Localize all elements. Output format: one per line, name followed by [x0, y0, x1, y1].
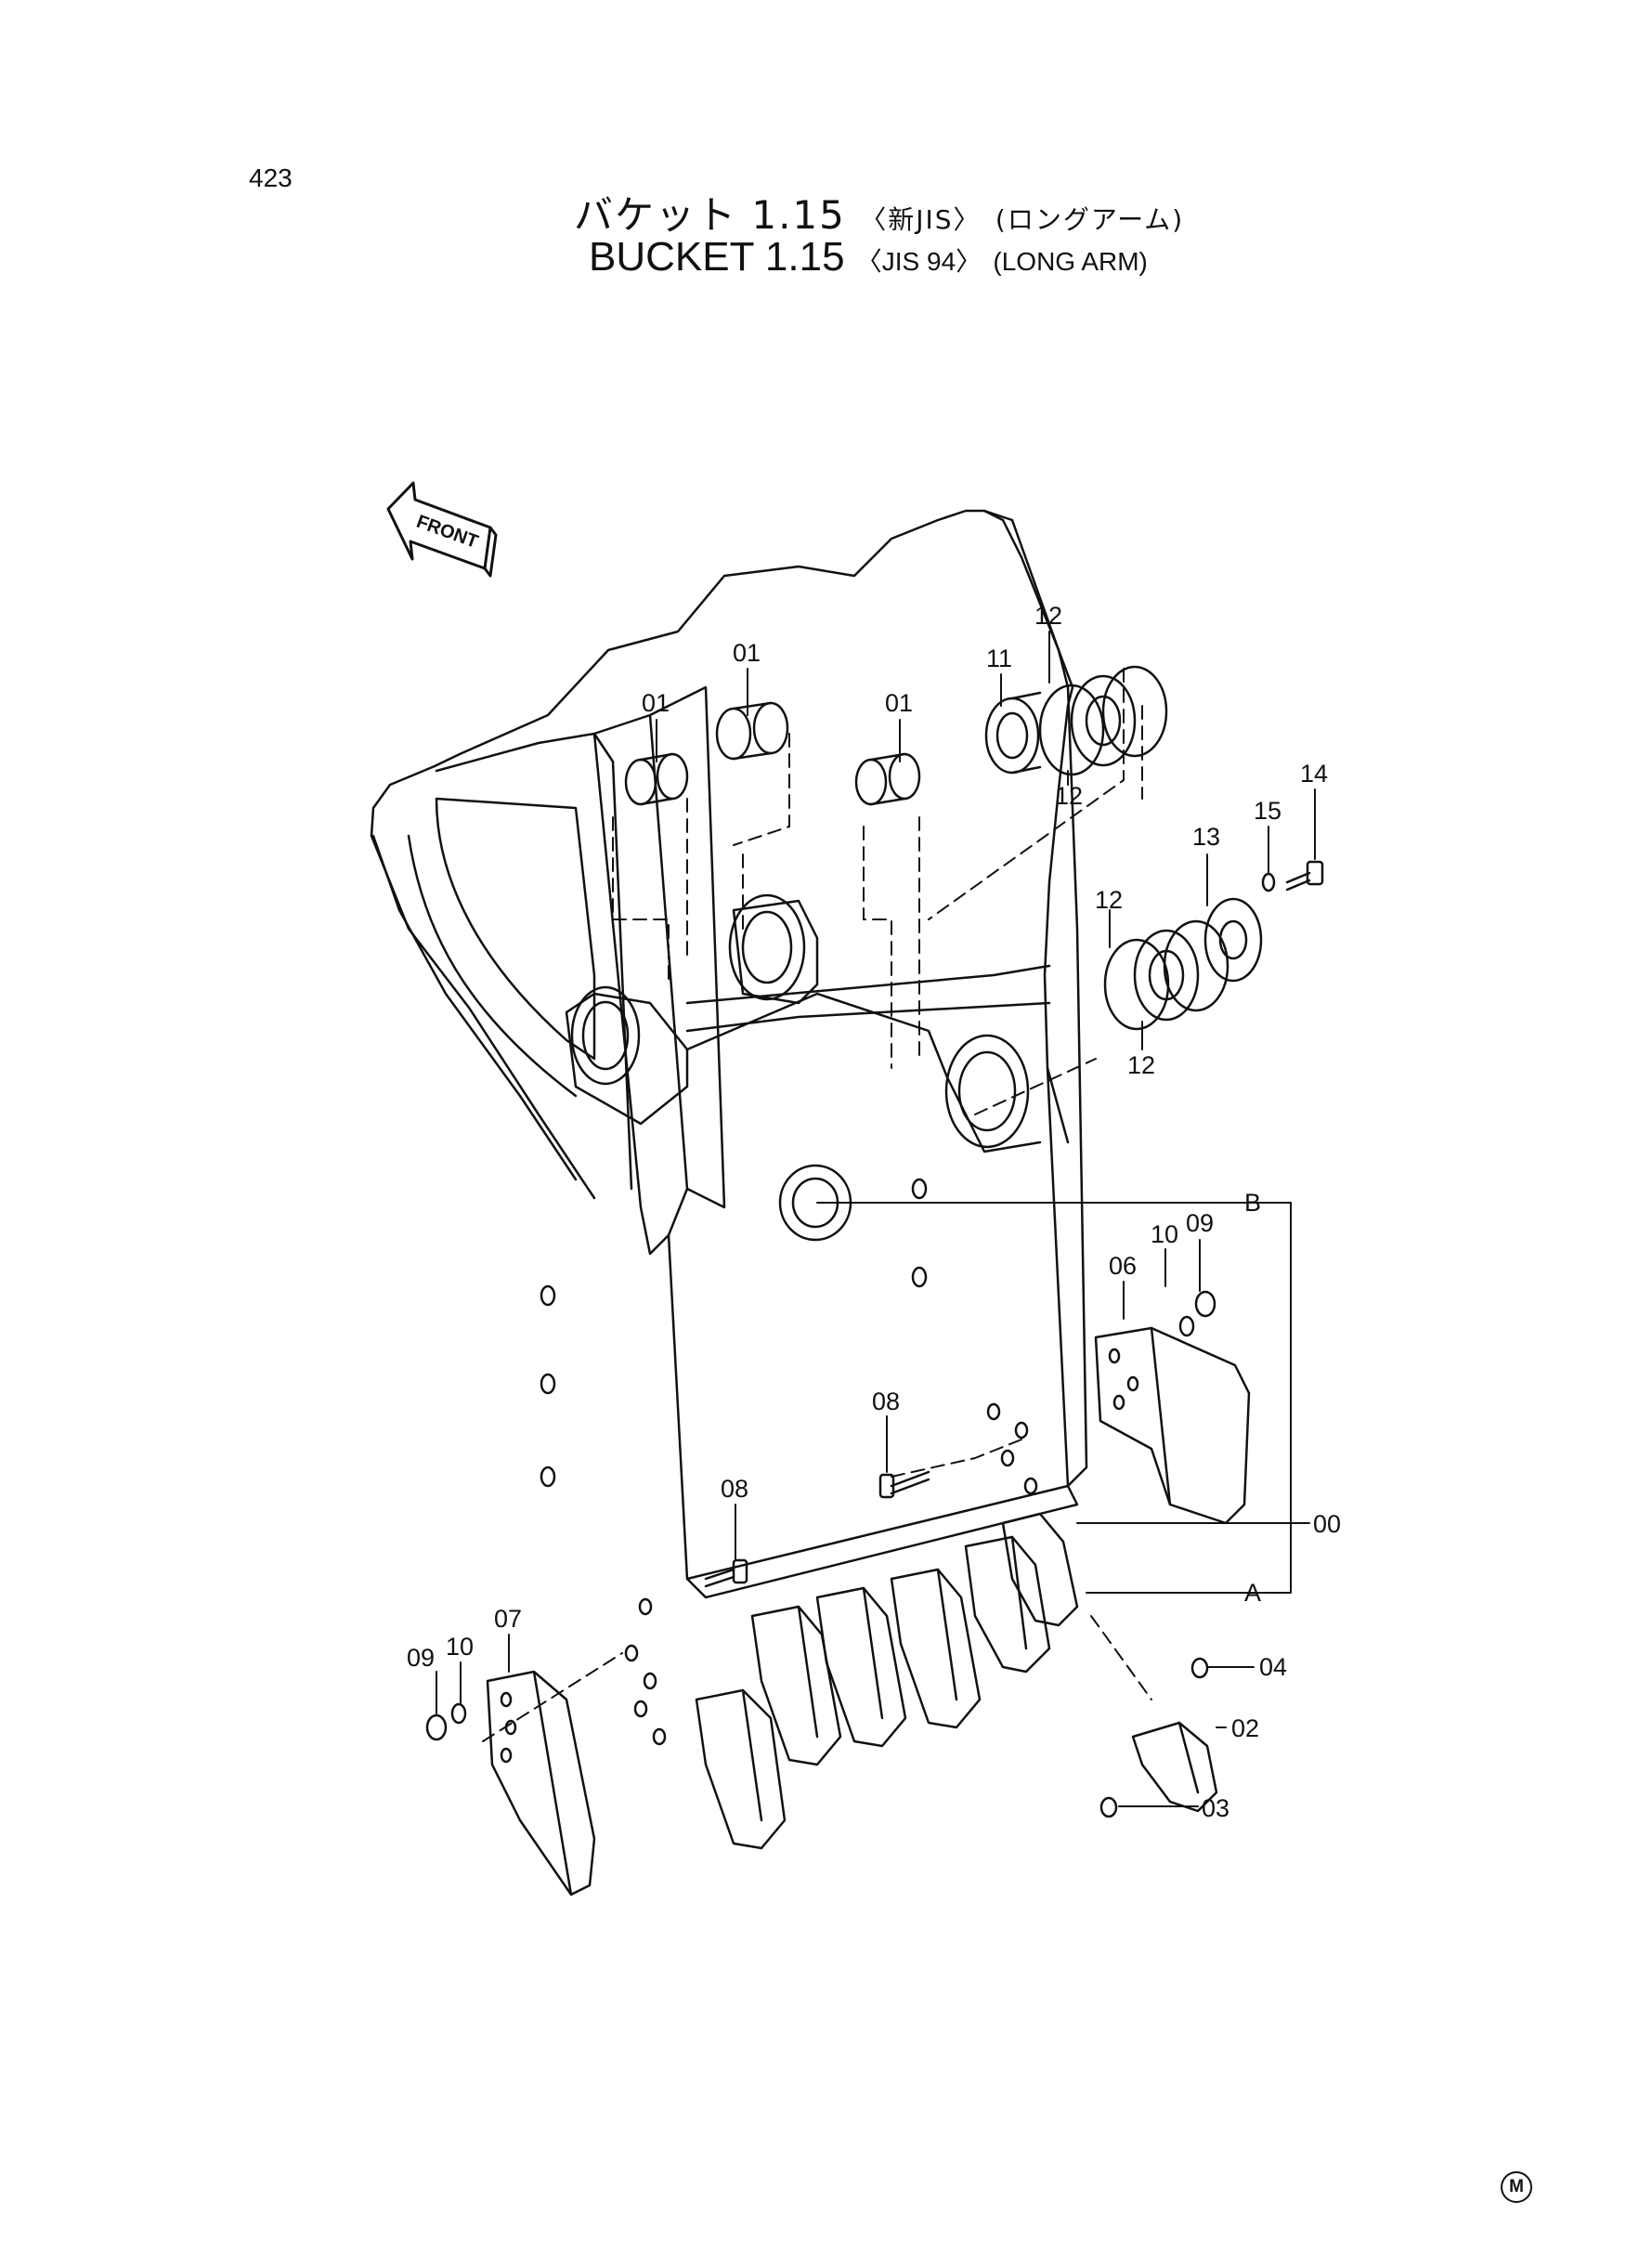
label-01-center: 01 — [733, 639, 761, 667]
label-B: B — [1244, 1189, 1261, 1217]
label-07: 07 — [494, 1605, 522, 1633]
tooth-point-parts — [1099, 1657, 1218, 1818]
label-12-upper-bottom: 12 — [1055, 782, 1083, 810]
shim-parts — [984, 665, 1324, 1031]
bucket-teeth — [695, 1512, 1079, 1850]
label-01-right: 01 — [885, 689, 913, 717]
label-15: 15 — [1254, 797, 1281, 825]
label-14: 14 — [1300, 760, 1328, 788]
label-04: 04 — [1259, 1653, 1287, 1681]
title-jp-sub2: (ロングアーム) — [995, 204, 1185, 235]
label-12-lower-bottom: 12 — [1127, 1051, 1155, 1079]
label-09-left: 09 — [407, 1644, 435, 1672]
label-12-top: 12 — [1034, 602, 1062, 630]
label-10-left: 10 — [446, 1633, 474, 1661]
label-08-left: 08 — [721, 1475, 748, 1503]
bushing-parts — [482, 668, 1152, 1742]
title-english: BUCKET 1.15 〈JIS 94〉 (LONG ARM) — [589, 234, 1148, 280]
title-japanese: バケット 1.15 〈新JIS〉 (ロングアーム) — [574, 184, 1184, 241]
side-cutters — [425, 1290, 1251, 1896]
label-08-right: 08 — [872, 1388, 900, 1415]
title-en-sub1: 〈JIS 94〉 — [855, 247, 982, 276]
front-arrow-icon: FRONT — [386, 481, 498, 578]
part-labels: 01 01 01 11 12 12 12 12 13 14 15 B A 00 … — [407, 602, 1341, 1822]
title-en-main: BUCKET 1.15 — [589, 234, 845, 280]
bucket-body — [370, 509, 1088, 1746]
title-jp-sub1: 〈新JIS〉 — [860, 204, 982, 235]
label-11: 11 — [986, 645, 1012, 672]
leader-lines — [436, 631, 1316, 1807]
label-02: 02 — [1231, 1714, 1259, 1742]
label-01-left: 01 — [642, 689, 670, 717]
label-13: 13 — [1192, 823, 1220, 851]
manufacturer-mark: M — [1501, 2171, 1532, 2203]
label-A: A — [1244, 1579, 1261, 1607]
label-09-right: 09 — [1186, 1209, 1214, 1237]
label-10-right: 10 — [1151, 1220, 1178, 1248]
title-en-sub2: (LONG ARM) — [993, 247, 1148, 276]
title-jp-main: バケット 1.15 — [574, 192, 846, 238]
page-number: 423 — [249, 163, 293, 192]
label-00: 00 — [1313, 1510, 1341, 1538]
label-06: 06 — [1109, 1252, 1137, 1280]
label-03: 03 — [1202, 1794, 1229, 1822]
label-12-lower-top: 12 — [1095, 886, 1123, 914]
